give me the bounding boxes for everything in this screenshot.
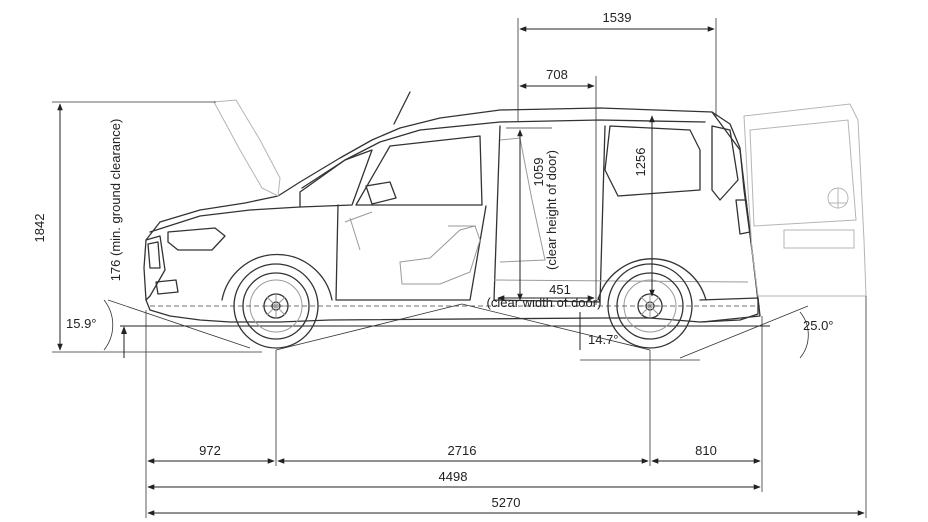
- dim-wheelbase: 2716: [448, 443, 477, 458]
- approach-angle-line: [107, 299, 251, 349]
- dim-clear-door-width-label: (clear width of door): [487, 295, 602, 310]
- departure-angle-line: [679, 305, 809, 359]
- fog-light: [155, 279, 179, 295]
- dim-ground-clearance: 176 (min. ground clearance): [108, 119, 123, 282]
- dimension-annotations: 1539 708 1842 176 (min. ground clearance…: [32, 10, 867, 518]
- ramp-angle-line-front: [275, 303, 463, 351]
- steering-wheel: [344, 211, 373, 251]
- tail-light: [735, 199, 751, 235]
- front-wheel: [221, 253, 333, 349]
- rear-quarter-window: [711, 125, 739, 201]
- departure-angle-arc: [799, 311, 809, 359]
- dim-door-width-top: 708: [546, 67, 568, 82]
- driver-seat: [399, 225, 481, 285]
- dim-front-overhang: 972: [199, 443, 221, 458]
- windshield: [299, 149, 373, 208]
- arrow: [121, 326, 127, 334]
- open-tailgate-ghost: [743, 103, 867, 297]
- approach-angle-arc: [103, 299, 114, 351]
- roof-antenna: [393, 91, 411, 125]
- dim-ramp-angle: 14.7°: [588, 332, 619, 347]
- rear-pillar: [711, 111, 759, 301]
- dim-body-length: 4498: [439, 469, 468, 484]
- side-mirror: [365, 181, 397, 205]
- hood-line: [149, 206, 301, 233]
- van-side-view: [120, 91, 867, 349]
- dim-cargo-length: 1539: [603, 10, 632, 25]
- dim-clear-door-width-value: 451: [549, 282, 571, 297]
- dim-overall-height: 1842: [32, 214, 47, 243]
- body-outline: [143, 107, 759, 323]
- ramp-angle-line-rear: [461, 303, 651, 351]
- dim-departure-angle: 25.0°: [803, 318, 834, 333]
- dim-overall-length-door-open: 5270: [492, 495, 521, 510]
- dim-clear-door-height-value: 1059: [531, 158, 546, 187]
- dim-approach-angle: 15.9°: [66, 316, 97, 331]
- sliding-door-rail: [493, 279, 749, 283]
- front-door: [335, 204, 487, 301]
- dim-clear-door-height-label: (clear height of door): [544, 150, 559, 270]
- open-hood-ghost: [213, 99, 281, 197]
- headlight: [167, 227, 226, 251]
- rear-bumper: [699, 297, 761, 323]
- rear-seat: [499, 137, 546, 263]
- front-bumper: [145, 235, 166, 301]
- rear-window: [604, 125, 701, 197]
- front-window: [355, 135, 483, 206]
- sliding-door: [493, 125, 606, 303]
- dim-interior-height: 1256: [633, 148, 648, 177]
- dim-rear-overhang: 810: [695, 443, 717, 458]
- grille: [147, 241, 161, 269]
